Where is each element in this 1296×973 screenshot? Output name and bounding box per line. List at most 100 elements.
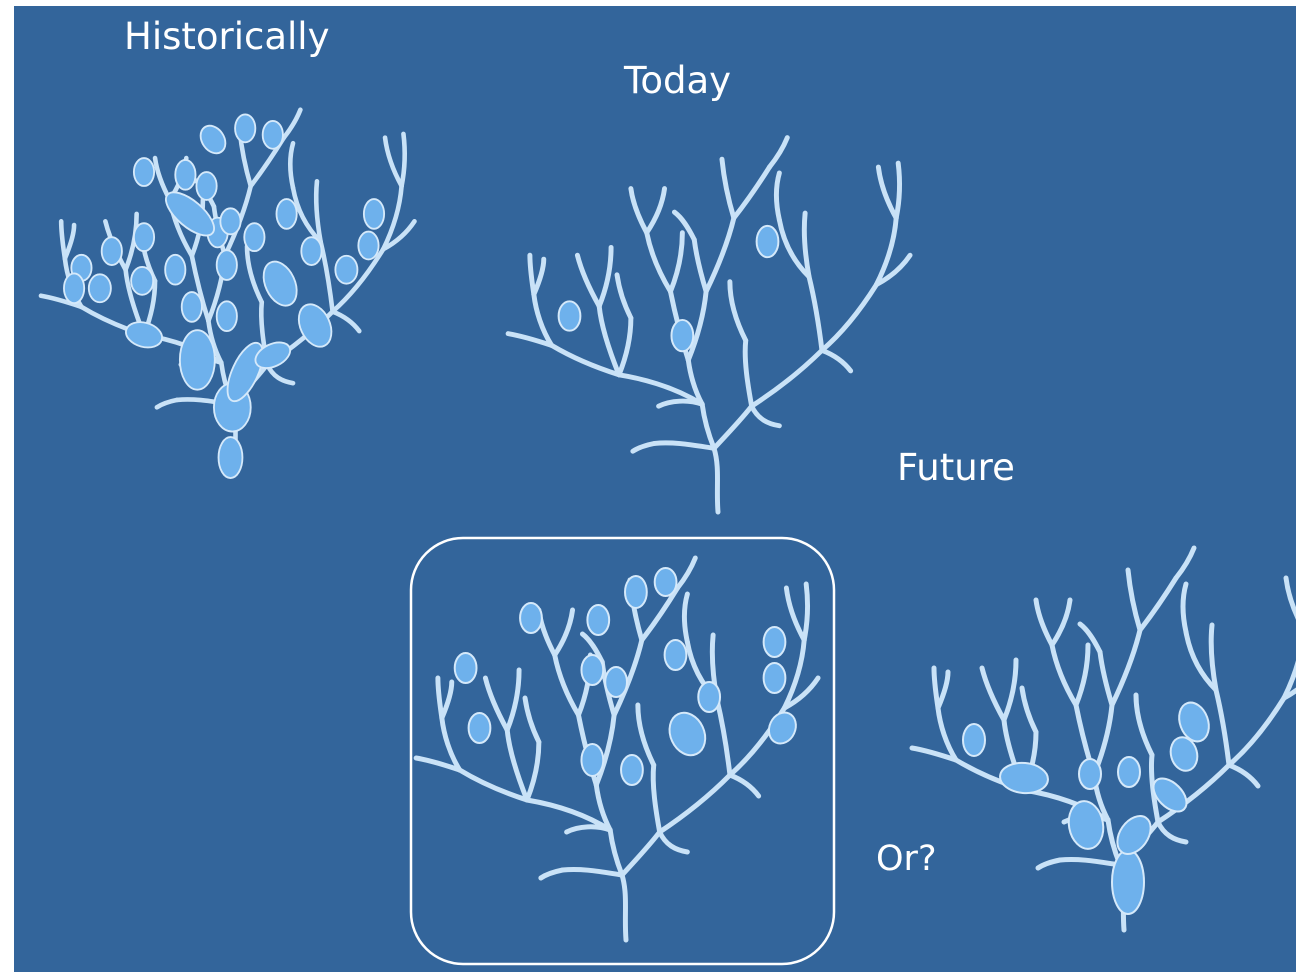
alt-bud	[1117, 756, 1141, 788]
today-branch	[776, 217, 812, 280]
framed-branch	[675, 555, 698, 591]
alt-branch	[1001, 657, 1019, 723]
alt-bud	[1067, 800, 1105, 850]
historic-branch	[399, 131, 407, 189]
alt-branch	[1283, 575, 1296, 620]
historic-branch	[380, 183, 404, 252]
tree-today	[505, 135, 913, 515]
framed-branch	[524, 739, 542, 803]
framed-branch	[657, 829, 690, 855]
alt-branch	[1049, 642, 1079, 708]
framed-branch	[538, 867, 566, 881]
historic-bud	[165, 191, 215, 237]
today-branch	[819, 282, 879, 353]
today-branch	[630, 440, 658, 454]
today-branch	[596, 244, 614, 309]
alt-branch	[1180, 581, 1189, 635]
framed-bud	[762, 662, 787, 694]
alt-branch	[1281, 660, 1296, 701]
today-branch	[644, 230, 673, 294]
historic-branch	[62, 222, 77, 261]
historic-branch	[330, 309, 362, 334]
alt-branch	[1033, 597, 1055, 648]
alt-branch	[1019, 685, 1039, 735]
historic-bud	[180, 291, 203, 323]
today-branch	[773, 170, 782, 223]
today-branch	[628, 186, 650, 236]
framed-branch	[657, 772, 733, 835]
today-branch	[616, 315, 634, 378]
today-branch	[749, 403, 782, 429]
alt-branch	[1035, 857, 1063, 871]
framed-branch	[681, 591, 690, 645]
alt-branch	[1173, 545, 1197, 581]
framed-branch	[593, 712, 617, 788]
today-bud	[557, 300, 582, 332]
framed-branch	[611, 637, 645, 718]
alt-branch	[1137, 575, 1179, 633]
today-branch	[767, 135, 790, 170]
historic-bud	[215, 300, 238, 333]
framed-branch	[639, 585, 680, 643]
framed-branch	[504, 667, 522, 733]
label-historically: Historically	[124, 15, 330, 58]
framed-bud	[467, 712, 492, 744]
today-branch	[596, 303, 622, 378]
today-branch	[873, 215, 899, 288]
historic-bud	[125, 321, 163, 349]
framed-bud	[604, 666, 628, 698]
today-branch	[742, 338, 755, 409]
framed-bud	[653, 567, 678, 597]
today-branch	[671, 209, 697, 243]
historic-bud	[100, 236, 123, 266]
historic-bud	[164, 253, 187, 286]
historic-branch	[382, 135, 404, 189]
framed-bud	[519, 602, 543, 634]
tree-future-alternative	[909, 545, 1296, 933]
alt-bud	[1116, 815, 1152, 855]
today-bud	[670, 318, 695, 353]
framed-bud	[586, 604, 611, 636]
today-branch	[699, 401, 717, 451]
today-branch	[652, 440, 717, 451]
historic-branch	[380, 219, 417, 252]
framed-branch	[564, 824, 613, 835]
historic-branch	[330, 246, 386, 314]
today-bud	[755, 224, 780, 259]
alt-branch	[1077, 621, 1103, 655]
historic-bud	[275, 198, 298, 230]
alt-branch	[1213, 687, 1232, 768]
framed-branch	[413, 755, 463, 773]
historic-bud	[297, 303, 333, 348]
historic-bud	[215, 249, 238, 281]
today-branch	[691, 237, 709, 294]
framed-branch	[781, 637, 807, 711]
today-branch	[727, 279, 749, 343]
framed-bud	[697, 681, 722, 713]
label-today: Today	[624, 59, 732, 102]
alt-branch	[935, 705, 959, 763]
alt-bud	[1152, 777, 1188, 813]
today-branch	[873, 252, 913, 288]
alt-branch	[1281, 687, 1296, 701]
historic-bud	[132, 222, 156, 253]
framed-branch	[504, 727, 530, 803]
tree-future-framed	[413, 555, 821, 943]
historic-bud	[195, 171, 218, 201]
historic-branch	[290, 185, 323, 245]
historic-branch	[154, 397, 180, 410]
framed-branch	[457, 767, 530, 803]
framed-branch	[783, 585, 807, 643]
framed-bud	[668, 711, 707, 757]
framed-bud	[767, 711, 797, 745]
framed-branch	[801, 581, 810, 643]
historic-bud	[132, 157, 156, 187]
alt-branch	[1057, 857, 1123, 868]
alt-branch	[1073, 642, 1091, 708]
framed-branch	[439, 715, 463, 773]
today-branch	[656, 398, 705, 409]
framed-bud	[620, 754, 644, 786]
today-branch	[549, 342, 622, 378]
alt-branch	[909, 745, 959, 763]
historic-branch	[244, 244, 265, 305]
